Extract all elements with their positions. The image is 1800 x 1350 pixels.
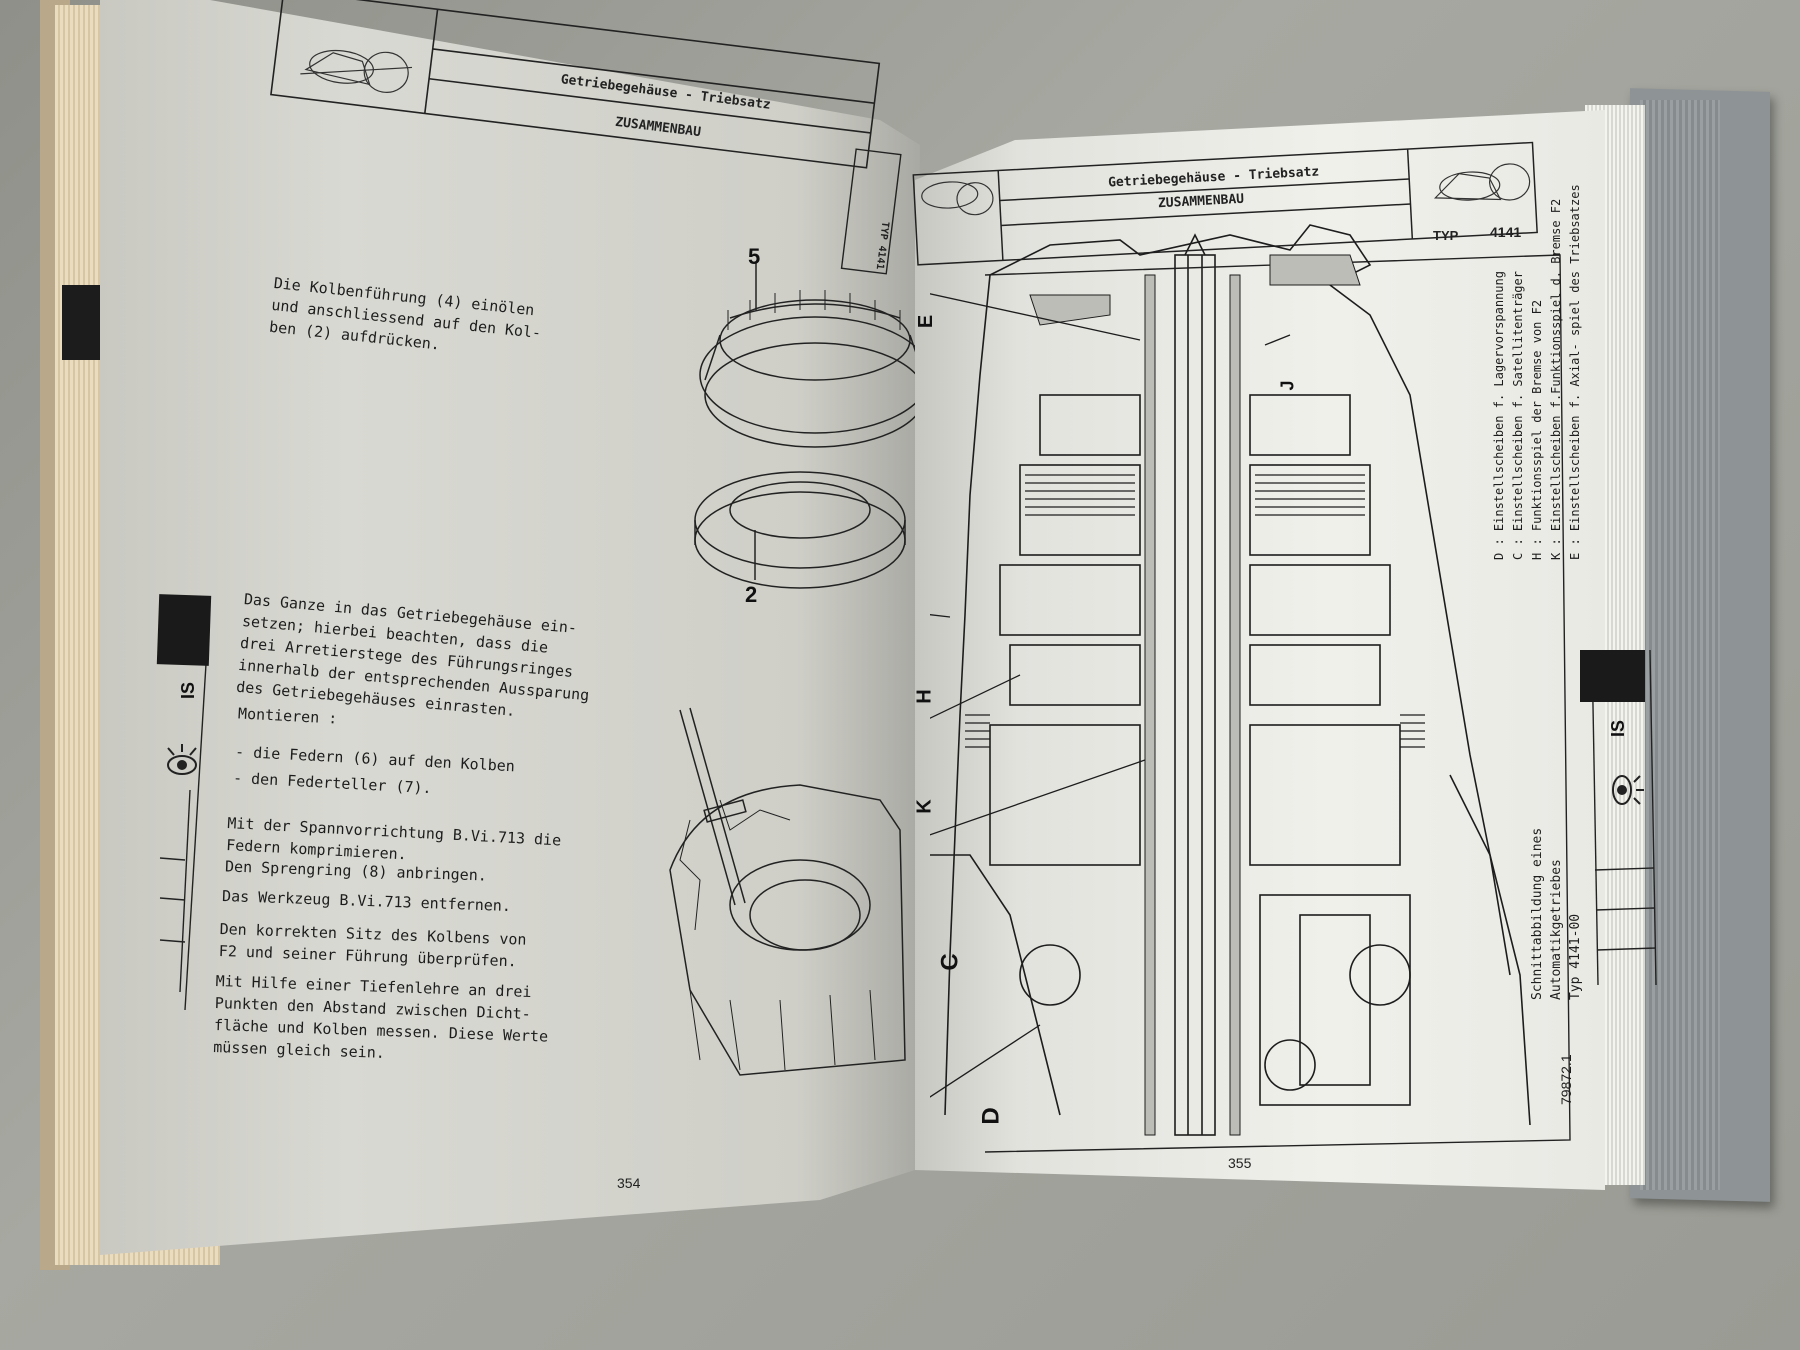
- gearbox-logo-icon: [300, 49, 413, 93]
- right-side-tab-column: [1591, 649, 1657, 986]
- label-d: D: [977, 1107, 1005, 1125]
- right-page-number: 355: [1228, 1155, 1252, 1171]
- left-side-tab-black: [156, 594, 212, 666]
- gearbox-logo-icon: [921, 181, 994, 216]
- caption-line: Typ 4141-00: [1568, 913, 1583, 1000]
- transmission-cross-section-diagram: [930, 224, 1531, 1136]
- label-j: J: [1277, 380, 1298, 391]
- clutch-pack-right: [1249, 394, 1401, 866]
- figure-number: 79872.1: [1558, 1054, 1574, 1105]
- leader-c: [930, 759, 1146, 836]
- label-h: H: [913, 689, 936, 704]
- main-shaft: [1174, 254, 1216, 1136]
- clutch-pack-left: [989, 394, 1141, 866]
- callout-2: 2: [745, 582, 758, 607]
- legend-item-k: K : Einstellscheiben f.Funktionsspiel d.…: [1549, 198, 1563, 560]
- label-c: C: [936, 953, 964, 971]
- label-e: E: [915, 314, 938, 329]
- leader-j: [1264, 334, 1291, 346]
- leader-d: [930, 1024, 1041, 1098]
- legend-item-h: H : Funktionsspiel der Bremse von F2: [1530, 299, 1544, 560]
- eye-icon: [1612, 775, 1644, 805]
- caption-line: Automatikgetriebes: [1549, 859, 1564, 1000]
- typ-label: TYP: [1433, 228, 1459, 243]
- legend-item-c: C : Einstellscheiben f. Satellitenträger: [1511, 271, 1525, 560]
- callout-5: 5: [748, 244, 761, 269]
- leader-k: [930, 674, 1021, 719]
- label-k: K: [913, 799, 936, 814]
- caption-line: Schnittabbildung eines: [1530, 827, 1545, 1000]
- left-page-number: 354: [617, 1175, 641, 1191]
- eye-icon: [167, 744, 197, 775]
- gearbox-housing-drawing: [669, 707, 906, 1076]
- legend-item-e: E : Einstellscheiben f. Axial- spiel des…: [1568, 184, 1582, 560]
- typ-value: 4141: [1490, 224, 1522, 240]
- right-side-tab-label: IS: [1608, 719, 1629, 738]
- bearing-block: [1259, 894, 1411, 1106]
- right-side-tab-black: [1580, 650, 1645, 702]
- gearbox-logo-icon: [1433, 163, 1531, 201]
- housing-outline-left: [944, 274, 991, 1116]
- book-spine-edge: [1640, 100, 1720, 1190]
- leader-e: [930, 293, 1141, 341]
- piston-drawing: [694, 471, 906, 589]
- legend-item-d: D : Einstellscheiben f. Lagervorspannung: [1492, 271, 1506, 560]
- leader-h: [930, 614, 951, 618]
